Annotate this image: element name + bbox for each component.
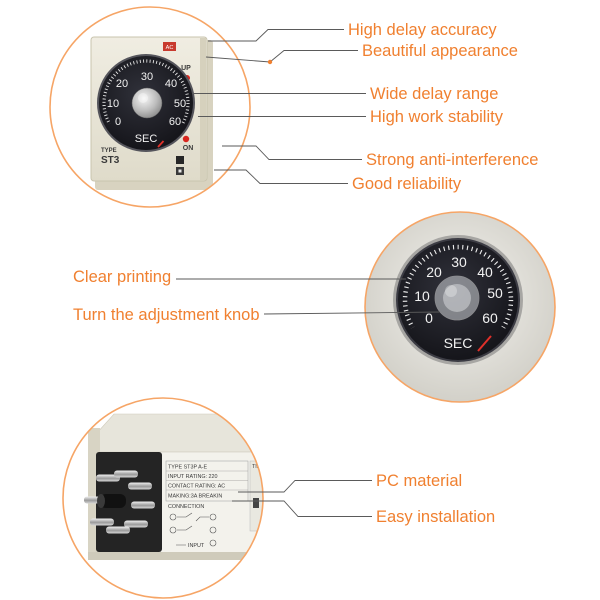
closeup-scale-30: 30 — [451, 254, 467, 270]
callout-easy-installation: Easy installation — [376, 508, 495, 526]
terminal-symbol — [209, 513, 217, 521]
top-feature-circle — [49, 6, 251, 208]
time-panel-switch — [253, 498, 259, 508]
leader-dot-beautiful-appearance — [267, 59, 273, 65]
callout-pc-material: PC material — [376, 472, 462, 490]
label-input-rating-line: INPUT RATING: 220 — [168, 474, 218, 480]
callout-good-reliability: Good reliability — [352, 175, 462, 193]
dial-scale-50: 50 — [174, 98, 186, 110]
middle-feature-circle — [364, 211, 556, 403]
up-label: UP — [181, 65, 191, 72]
rating-tag-text: AC — [166, 45, 174, 51]
callout-clear-printing: Clear printing — [73, 268, 171, 286]
label-connection: CONNECTION — [168, 504, 204, 510]
closeup-pointer-mark — [477, 335, 492, 352]
relay-pin — [131, 501, 155, 509]
contact-symbol — [177, 512, 193, 518]
range-switch-upper — [176, 156, 184, 164]
socket-key-end — [97, 494, 105, 508]
dial-scale-0: 0 — [115, 116, 121, 128]
connection-diagram — [169, 512, 217, 547]
label-contact-rating-line: CONTACT RATING: AC — [168, 484, 225, 490]
dial-unit-label: SEC — [135, 133, 158, 145]
callout-turn-adjustment-knob: Turn the adjustment knob — [73, 306, 260, 324]
terminal-symbol — [169, 526, 177, 534]
relay-pin — [96, 474, 120, 482]
leader-line-easy-installation — [232, 500, 372, 517]
closeup-scale-40: 40 — [477, 264, 493, 280]
dial-scale-40: 40 — [165, 78, 177, 90]
leader-line-strong-anti-interference — [222, 145, 362, 160]
callout-wide-delay-range: Wide delay range — [370, 85, 498, 103]
on-led — [182, 135, 190, 143]
terminal-symbol — [209, 539, 217, 547]
bottom-feature-circle — [62, 397, 264, 599]
rating-tag — [163, 42, 176, 51]
closeup-scale-60: 60 — [482, 310, 498, 326]
adjustment-knob — [131, 87, 163, 119]
terminal-symbol — [169, 513, 177, 521]
closeup-scale-0: 0 — [425, 310, 433, 326]
label-type-line: TYPE ST3P A-E — [168, 465, 208, 471]
dial-scale-20: 20 — [116, 78, 128, 90]
relay-pin — [128, 482, 152, 490]
leader-line-good-reliability — [214, 169, 348, 184]
dial-pointer-mark — [157, 140, 165, 148]
closeup-scale-10: 10 — [414, 288, 430, 304]
terminal-symbol — [209, 526, 217, 534]
relay-pin — [90, 518, 114, 526]
label-input: INPUT — [188, 543, 205, 549]
contact-symbol — [177, 525, 193, 531]
dial-scale-10: 10 — [107, 98, 119, 110]
dial-closeup-view: 0 10 20 30 40 50 60 SEC — [365, 212, 555, 402]
leader-line-adjustment-knob — [263, 311, 441, 315]
closeup-knob-center — [443, 284, 471, 312]
closeup-scale-50: 50 — [487, 285, 503, 301]
relay-pin — [114, 470, 138, 478]
timer-dial-ticks — [102, 59, 190, 135]
relay-bottom-edge — [88, 552, 263, 560]
label-making-line: MAKING:3A BREAKIN — [168, 494, 222, 500]
rating-label-box — [165, 460, 249, 502]
leader-line-beautiful-appearance — [205, 50, 358, 63]
relay-pin — [106, 526, 130, 534]
closeup-scale-20: 20 — [426, 264, 442, 280]
range-switch-marker — [178, 169, 182, 173]
dial-scale-60: 60 — [169, 116, 181, 128]
relay-plate-edge — [200, 38, 206, 180]
dial-scale-30: 30 — [141, 71, 153, 83]
leader-line-pc-material — [238, 480, 372, 493]
model-label: ST3 — [101, 155, 120, 166]
top-relay-view: AC UP 0 10 20 30 40 50 60 SEC ON TYPE ST… — [50, 7, 250, 207]
callout-beautiful-appearance: Beautiful appearance — [362, 42, 518, 60]
side-relay-view: TYPE ST3P A-E INPUT RATING: 220 CONTACT … — [63, 398, 263, 598]
socket-key-post — [100, 494, 126, 508]
callout-high-work-stability: High work stability — [370, 108, 504, 126]
closeup-knob — [434, 275, 480, 321]
type-label: TYPE — [101, 148, 117, 154]
contact-symbol — [195, 516, 209, 522]
callout-strong-anti-interference: Strong anti-interference — [366, 151, 538, 169]
relay-pin — [124, 520, 148, 528]
leader-line-high-delay-accuracy — [208, 29, 344, 42]
closeup-dial-ticks — [402, 244, 514, 345]
closeup-knob-highlight — [445, 285, 457, 297]
callout-high-delay-accuracy: High delay accuracy — [348, 21, 497, 39]
knob-highlight — [138, 93, 148, 103]
on-label: ON — [183, 145, 194, 152]
closeup-unit-label: SEC — [444, 335, 473, 351]
